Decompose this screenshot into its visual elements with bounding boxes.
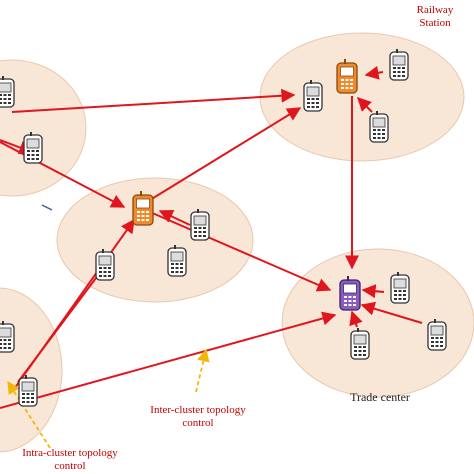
cell-phone-icon: [390, 271, 410, 304]
link-center-to-railway-member: [149, 107, 302, 201]
cluster-lower-left: [0, 287, 63, 453]
cell-phone-icon: [369, 110, 389, 143]
cell-phone-icon: [18, 374, 38, 407]
cluster-head-phone-icon: [336, 58, 358, 94]
cell-phone-icon: [167, 244, 187, 277]
cell-phone-icon: [350, 327, 370, 360]
cell-phone-icon: [303, 79, 323, 112]
cell-phone-icon: [0, 320, 15, 353]
cell-phone-icon: [427, 318, 447, 351]
link-member-to-trade-center-3: [349, 310, 363, 328]
annotation-arrow-inter: [195, 348, 210, 393]
cell-phone-icon: [389, 48, 409, 81]
link-member-to-trade-center-2: [360, 301, 423, 324]
cluster-railway-station: [259, 32, 465, 162]
inter-cluster-label: Inter-cluster topology control: [128, 404, 268, 430]
intra-label-line1: Intra-cluster topology: [22, 447, 118, 459]
cell-phone-icon: [190, 208, 210, 241]
cluster-head-phone-icon: [339, 275, 361, 311]
link-member-to-railway-head-2: [357, 97, 373, 113]
railway-station-label: Railway Station: [400, 4, 470, 30]
cluster-upper-left: [0, 59, 87, 197]
link-member-to-railway-head-1: [364, 65, 384, 80]
intra-cluster-label: Intra-cluster topology control: [0, 447, 140, 473]
trade-center-label: Trade center: [350, 390, 410, 404]
cell-phone-icon: [23, 131, 43, 164]
railway-label-line2: Station: [419, 17, 451, 29]
dash-mark: [41, 204, 53, 211]
annotation-arrow-intra: [7, 380, 51, 449]
link-lower-left-to-trade-center: [0, 311, 337, 409]
link-lower-left-to-center-member: [17, 260, 109, 383]
intra-label-line2: control: [54, 460, 86, 472]
link-member-to-center-head-1: [158, 209, 191, 226]
railway-label-line1: Railway: [416, 4, 454, 16]
inter-label-line2: control: [182, 417, 214, 429]
cell-phone-icon: [95, 248, 115, 281]
link-left-to-railway-head: [11, 88, 296, 113]
cell-phone-icon: [0, 75, 15, 108]
link-center-to-trade-center: [149, 211, 332, 292]
cluster-head-phone-icon: [132, 190, 154, 226]
inter-label-line1: Inter-cluster topology: [150, 404, 246, 416]
link-member-to-trade-center-1: [361, 284, 385, 299]
